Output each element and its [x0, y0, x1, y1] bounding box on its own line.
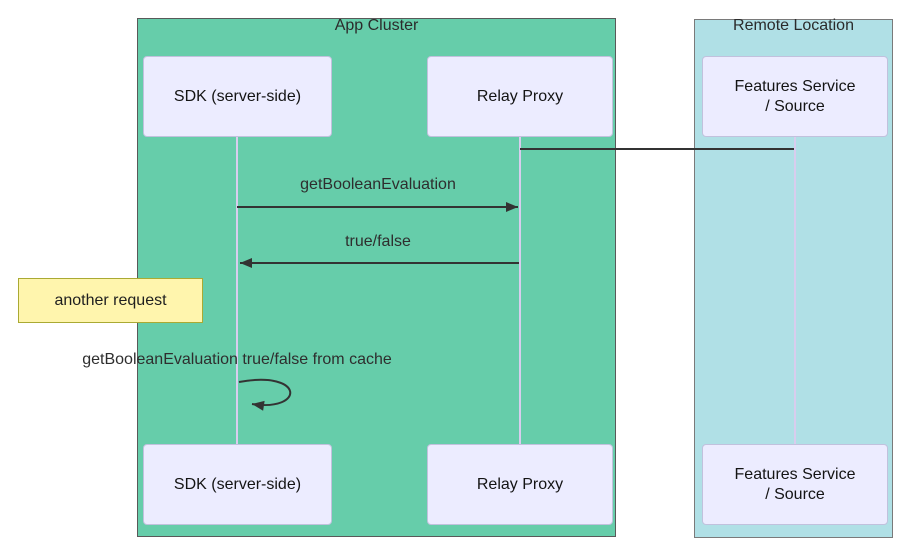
- actor-sdk-label: SDK (server-side): [173, 475, 302, 493]
- message-label-truefalse: true/false: [345, 233, 411, 250]
- remote-location-title: Remote Location: [733, 17, 854, 34]
- relay-proxy-lifeline: [519, 136, 521, 444]
- actor-sdk-bottom: SDK (server-side): [143, 444, 332, 525]
- features-service-lifeline: [794, 136, 796, 444]
- actor-relay-label: Relay Proxy: [476, 87, 564, 105]
- actor-features-label-line2: / Source: [765, 485, 825, 503]
- actor-features-label-line1: Features Service: [734, 465, 856, 483]
- actor-features-service-bottom: Features Service / Source: [702, 444, 888, 525]
- sdk-lifeline: [236, 136, 238, 444]
- note-another-request: another request: [18, 278, 203, 323]
- actor-sdk-label: SDK (server-side): [173, 87, 302, 105]
- actor-features-service-top: Features Service / Source: [702, 56, 888, 137]
- actor-relay-label: Relay Proxy: [476, 475, 564, 493]
- message-label-getbooleanevaluation: getBooleanEvaluation: [300, 176, 456, 193]
- note-text: another request: [54, 291, 167, 309]
- actor-relay-proxy-bottom: Relay Proxy: [427, 444, 613, 525]
- app-cluster-title: App Cluster: [334, 17, 419, 34]
- actor-features-label-line2: / Source: [765, 97, 825, 115]
- message-label-from-cache: getBooleanEvaluation true/false from cac…: [82, 351, 392, 368]
- actor-relay-proxy-top: Relay Proxy: [427, 56, 613, 137]
- actor-sdk-top: SDK (server-side): [143, 56, 332, 137]
- actor-features-label-line1: Features Service: [734, 77, 856, 95]
